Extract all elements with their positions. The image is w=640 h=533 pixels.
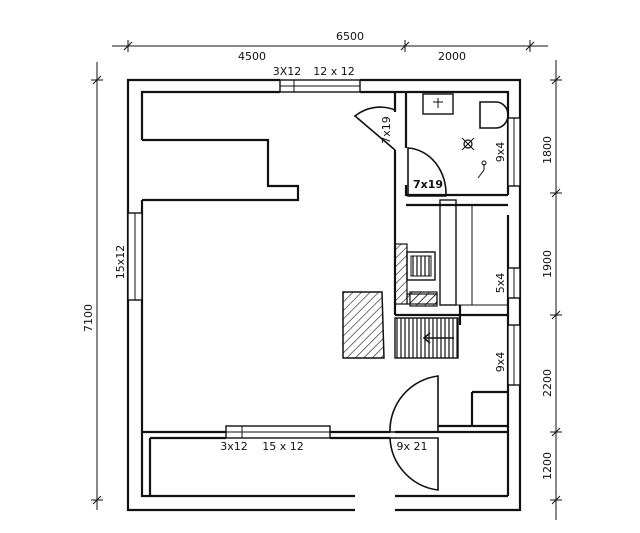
door-bathroom: 7x19 (407, 147, 447, 197)
window-left: 15x12 (114, 212, 143, 301)
dim-right-2200: 2200 (541, 369, 554, 397)
dim-top-total: 6500 (336, 30, 364, 43)
dimension-top: 6500 4500 2000 (112, 30, 548, 63)
dimension-left: 7100 (82, 62, 103, 510)
door-entrance: 9x 21 (389, 375, 439, 491)
window-bottom-small-label: 3x12 (220, 440, 248, 453)
window-bottom: 3x12 15 x 12 (220, 425, 331, 453)
door-main-room-label: 7x19 (380, 116, 393, 144)
door-bathroom-label: 7x19 (413, 178, 443, 191)
door-main-room: 7x19 (353, 106, 396, 151)
window-kitchen-label: 5x4 (494, 273, 507, 294)
window-top-large-label: 12 x 12 (313, 65, 355, 78)
chimney-block (342, 291, 385, 359)
window-bathroom-label: 9x4 (494, 142, 507, 163)
dim-right-1900: 1900 (541, 250, 554, 278)
bathroom-fixtures (422, 93, 509, 179)
window-hall: 9x4 (494, 324, 521, 386)
dim-top-left: 4500 (238, 50, 266, 63)
window-kitchen: 5x4 (494, 267, 521, 299)
chimney-pipe (409, 291, 438, 307)
dim-right-1800: 1800 (541, 136, 554, 164)
exterior-walls (126, 78, 522, 512)
window-top: 3X12 12 x 12 (273, 65, 361, 93)
window-left-label: 15x12 (114, 245, 127, 280)
dim-right-1200: 1200 (541, 452, 554, 480)
window-top-small-label: 3X12 (273, 65, 302, 78)
stairs (394, 317, 459, 359)
door-entrance-label: 9x 21 (396, 440, 427, 453)
dim-top-right: 2000 (438, 50, 466, 63)
window-bottom-large-label: 15 x 12 (262, 440, 304, 453)
window-bathroom: 9x4 (494, 117, 521, 187)
dimension-right: 1800 1900 2200 1200 (541, 60, 562, 520)
window-hall-label: 9x4 (494, 352, 507, 373)
dim-left-total: 7100 (82, 304, 95, 332)
